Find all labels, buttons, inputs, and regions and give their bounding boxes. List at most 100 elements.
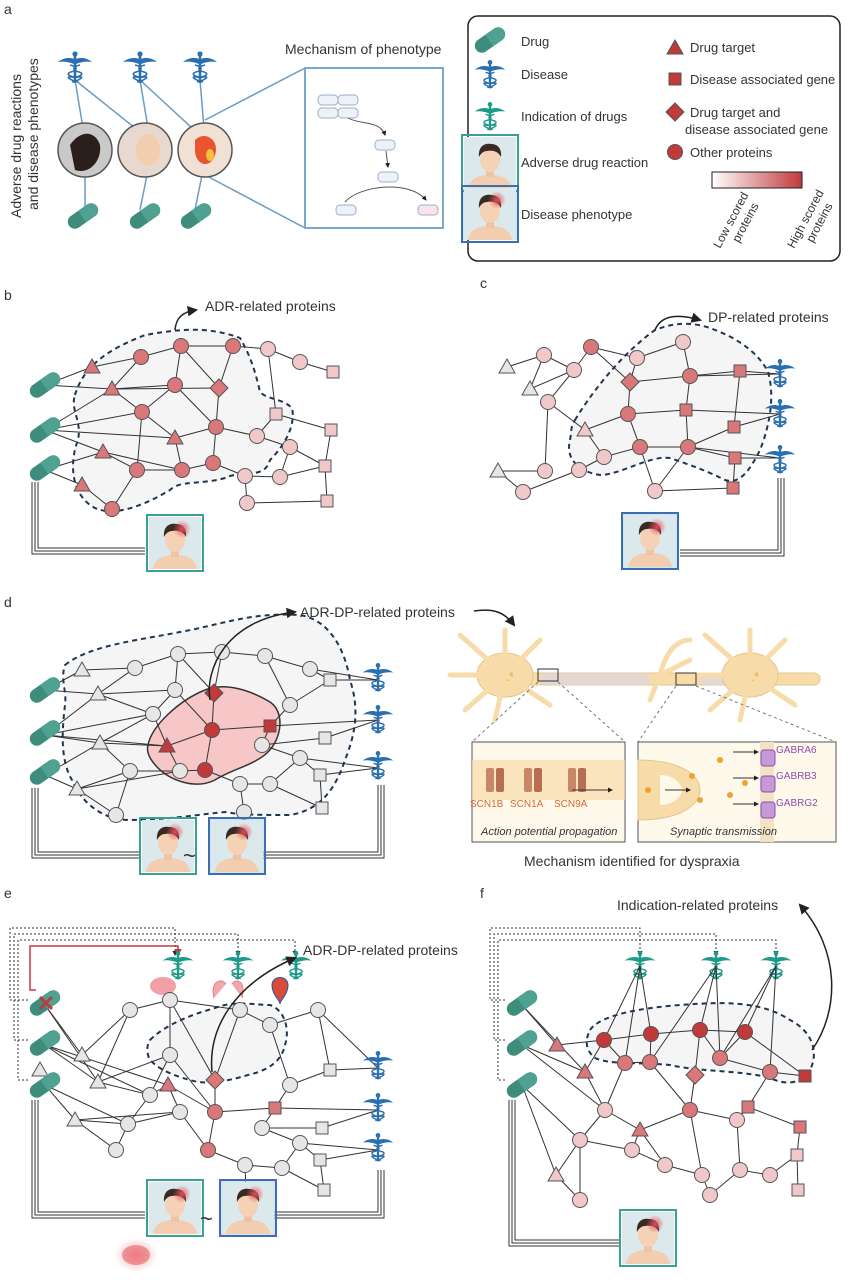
- connector-line: [31, 482, 145, 555]
- protein-node: [237, 468, 253, 484]
- edge: [269, 719, 379, 727]
- feedback-line: [13, 933, 241, 1041]
- protein-node: [174, 462, 190, 478]
- edge: [624, 965, 641, 1064]
- neurotransmitter: [697, 797, 703, 803]
- dendrite: [647, 637, 693, 703]
- protein-node: [762, 1064, 778, 1080]
- protein-node: [302, 661, 318, 677]
- protein-node: [583, 339, 599, 355]
- pathway-arrow: [385, 150, 390, 168]
- disease-gene-node: [741, 1100, 755, 1114]
- dendrite: [492, 672, 508, 723]
- connector-line: [262, 785, 382, 856]
- edge: [521, 1044, 606, 1111]
- edge: [329, 1067, 379, 1071]
- drug-pill: [504, 987, 540, 1019]
- edge: [136, 411, 143, 471]
- edge: [689, 370, 741, 377]
- pathway-node: [417, 204, 439, 216]
- panel-d-network: [44, 644, 379, 823]
- person-frame: [208, 817, 266, 875]
- connector-line: [262, 785, 385, 859]
- protein-node: [108, 1142, 124, 1158]
- dendrite: [747, 637, 788, 678]
- edge: [99, 742, 168, 747]
- protein-node: [682, 368, 698, 384]
- protein-node: [249, 428, 265, 444]
- edge: [44, 429, 176, 439]
- protein-node: [204, 722, 220, 738]
- flame-icon: [206, 149, 214, 161]
- drug-target-node: [159, 1075, 177, 1092]
- neurotransmitter: [727, 792, 733, 798]
- edge: [319, 767, 379, 776]
- edge: [102, 451, 183, 471]
- drug-target-node: [89, 1072, 107, 1089]
- protein-node: [282, 697, 298, 713]
- protein-node: [172, 763, 188, 779]
- connector-line: [34, 482, 145, 552]
- panel-b-callout-arrow: [174, 305, 199, 331]
- protein-node: [572, 1192, 588, 1208]
- panel-b-region: [72, 328, 294, 513]
- indication-icon: [161, 950, 195, 981]
- edge: [736, 1119, 741, 1171]
- myelin: [540, 673, 650, 685]
- disease-icon: [361, 1092, 395, 1123]
- protein-node: [272, 469, 288, 485]
- protein-node: [172, 1104, 188, 1120]
- connector-line: [680, 478, 785, 557]
- edge: [81, 1009, 131, 1056]
- protein-node: [239, 495, 255, 511]
- drug-target-node: [166, 428, 184, 445]
- panel-d-network-nodes: [68, 644, 337, 823]
- dendrite: [502, 637, 543, 678]
- protein-node: [120, 1116, 136, 1132]
- edge: [739, 370, 781, 375]
- edge: [111, 387, 220, 390]
- edge: [174, 689, 213, 731]
- feedback-line: [497, 939, 779, 1081]
- person-frame: [621, 512, 679, 570]
- protein-node: [537, 463, 553, 479]
- feedback-line: [489, 927, 643, 1001]
- protein-node: [629, 350, 645, 366]
- drug-pill: [27, 674, 63, 706]
- protein-node: [197, 762, 213, 778]
- disease-gene-node: [679, 403, 693, 417]
- protein-node: [162, 1047, 178, 1063]
- protein-node: [129, 462, 145, 478]
- panel-e-region: [146, 1002, 288, 1084]
- panel-b-adr-person: [146, 514, 204, 572]
- disease-icon: [122, 50, 158, 84]
- protein-node: [133, 349, 149, 365]
- protein-node: [694, 1167, 710, 1183]
- disease-gene-node: [315, 1121, 329, 1135]
- edge: [639, 1109, 691, 1131]
- protein-node: [620, 406, 636, 422]
- edge: [579, 1139, 633, 1151]
- edge: [127, 1111, 181, 1125]
- edge: [719, 1057, 771, 1073]
- edge: [169, 999, 216, 1081]
- edge: [719, 965, 777, 1059]
- indication-icon: [623, 950, 657, 981]
- protein-node: [712, 1050, 728, 1066]
- connector-line: [508, 1100, 620, 1247]
- edge: [267, 348, 277, 415]
- protein-node: [225, 338, 241, 354]
- drug-target-node: [66, 1110, 84, 1127]
- disease-gene-node: [269, 407, 283, 421]
- disease-gene-node: [323, 673, 337, 687]
- protein-node: [647, 483, 663, 499]
- pathway-node: [377, 171, 399, 183]
- pathway-node: [337, 94, 359, 106]
- edge: [649, 965, 717, 1063]
- panel-d-connector-right: [262, 785, 385, 859]
- protein-node: [657, 1157, 673, 1173]
- ion-channel: [524, 768, 532, 792]
- cough-face: [136, 134, 160, 166]
- panel-e-adr-person: [146, 1179, 204, 1237]
- disease-gene-node: [793, 1120, 807, 1134]
